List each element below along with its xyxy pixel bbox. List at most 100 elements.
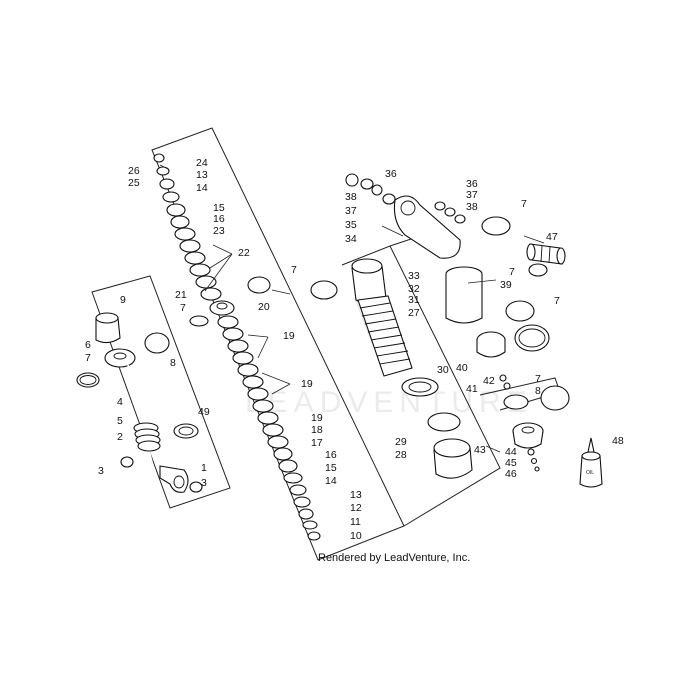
callout-10: 10 <box>350 530 362 542</box>
nut-part-10 <box>307 531 321 541</box>
washer-part-37-left <box>371 184 383 196</box>
callout-4: 4 <box>117 396 123 408</box>
callout-15-top: 15 <box>213 202 225 214</box>
spring-seat-part-30 <box>401 377 439 397</box>
shaft-assembly <box>76 312 203 493</box>
o-ring-part-7-stack <box>247 276 271 294</box>
callout-41: 41 <box>466 383 478 395</box>
washer-part-37-right <box>444 207 456 217</box>
callout-37-right: 37 <box>466 189 478 201</box>
valve-stack <box>153 153 321 541</box>
piston-group-frame <box>479 377 561 411</box>
callout-3-left: 3 <box>98 465 104 477</box>
callout-40: 40 <box>456 362 468 374</box>
valve-part-42 <box>499 374 507 382</box>
watermark-text: LEADVENTURE <box>245 386 533 419</box>
callout-45: 45 <box>505 457 517 469</box>
ifp-part-40 <box>476 331 506 358</box>
callout-46: 46 <box>505 468 517 480</box>
callout-6: 6 <box>85 339 91 351</box>
bushing-part-38-left <box>345 173 359 187</box>
callout-3-right: 3 <box>201 477 207 489</box>
bushing-part-38-right <box>454 214 466 224</box>
callout-25: 25 <box>128 177 140 189</box>
callout-8-right: 8 <box>535 385 541 397</box>
callouts: 1 2 3 3 4 5 6 7 8 9 7 7 26 25 24 13 14 1… <box>85 157 624 542</box>
callout-33: 33 <box>408 270 420 282</box>
disc-part-8-right <box>540 385 570 411</box>
callout-37-left: 37 <box>345 205 357 217</box>
callout-13-top: 13 <box>196 169 208 181</box>
callout-36-left: 36 <box>385 168 397 180</box>
seal-head-part-5 <box>133 422 161 452</box>
screw-part-44 <box>527 448 535 456</box>
callout-7-left: 7 <box>85 352 91 364</box>
callout-43: 43 <box>474 444 486 456</box>
callout-39: 39 <box>500 279 512 291</box>
callout-11: 11 <box>350 516 361 528</box>
callout-27: 27 <box>408 307 420 319</box>
oil-bottle-part-48: OIL <box>579 437 603 488</box>
callout-18: 18 <box>311 424 323 436</box>
callout-26: 26 <box>128 165 140 177</box>
callout-14-bottom: 14 <box>325 475 337 487</box>
eyelet-part-1 <box>159 465 189 493</box>
bellows-part-27 <box>357 295 413 377</box>
o-ring-part-7-body <box>310 280 338 300</box>
o-ring-part-7-top <box>481 216 511 236</box>
callout-20: 20 <box>258 301 270 313</box>
o-ring-part-7-cap <box>503 394 529 410</box>
callout-24: 24 <box>196 157 208 169</box>
callout-47: 47 <box>546 231 558 243</box>
callout-36-right: 36 <box>466 178 478 190</box>
callout-28: 28 <box>395 449 407 461</box>
shock-body <box>310 258 473 479</box>
callout-35: 35 <box>345 219 357 231</box>
callout-31: 31 <box>408 294 420 306</box>
valve-stack-frame <box>151 127 405 561</box>
reservoir-cap-part-43 <box>512 422 544 449</box>
callout-32: 32 <box>408 283 420 295</box>
callout-16-bottom: 16 <box>325 449 337 461</box>
leader-lines <box>159 164 545 453</box>
callout-49: 49 <box>198 406 210 418</box>
callout-13-bottom: 13 <box>350 489 362 501</box>
callout-15-bottom: 15 <box>325 462 337 474</box>
callout-19-c: 19 <box>311 412 323 424</box>
callout-1: 1 <box>201 462 207 474</box>
washer-part-36-right <box>434 201 446 211</box>
shaft-top-mount-part-6 <box>104 348 136 368</box>
callout-38-right: 38 <box>466 201 478 213</box>
ring-part-3-left <box>120 456 134 468</box>
callout-5: 5 <box>117 415 123 427</box>
callout-44: 44 <box>505 446 517 458</box>
callout-7-stack: 7 <box>291 264 297 276</box>
callout-34: 34 <box>345 233 357 245</box>
spacer-part-35 <box>382 193 396 205</box>
callout-42: 42 <box>483 375 495 387</box>
callout-29: 29 <box>395 436 407 448</box>
body-eyelet-part-34 <box>393 195 461 259</box>
callout-7-cap: 7 <box>535 373 541 385</box>
callout-7-piston: 7 <box>180 302 186 314</box>
spring-part-46 <box>534 466 540 472</box>
callout-19-b: 19 <box>301 378 313 390</box>
callout-23: 23 <box>213 225 225 237</box>
washer-part-36-left <box>360 178 374 190</box>
callout-48: 48 <box>612 435 624 447</box>
callout-2: 2 <box>117 431 123 443</box>
disc-part-8-left <box>144 332 170 354</box>
callout-21: 21 <box>175 289 187 301</box>
callout-7-fitting: 7 <box>509 266 515 278</box>
callout-9: 9 <box>120 294 126 306</box>
callout-7-sleeve: 7 <box>554 295 560 307</box>
callout-38-left: 38 <box>345 191 357 203</box>
reservoir-frame <box>341 245 501 527</box>
o-ring-part-7-fitting <box>528 263 548 277</box>
callout-30: 30 <box>437 364 449 376</box>
ball-part-45 <box>530 457 538 465</box>
washer-part-49 <box>173 423 199 439</box>
reservoir-assembly <box>345 173 570 472</box>
callout-22: 22 <box>238 247 250 259</box>
